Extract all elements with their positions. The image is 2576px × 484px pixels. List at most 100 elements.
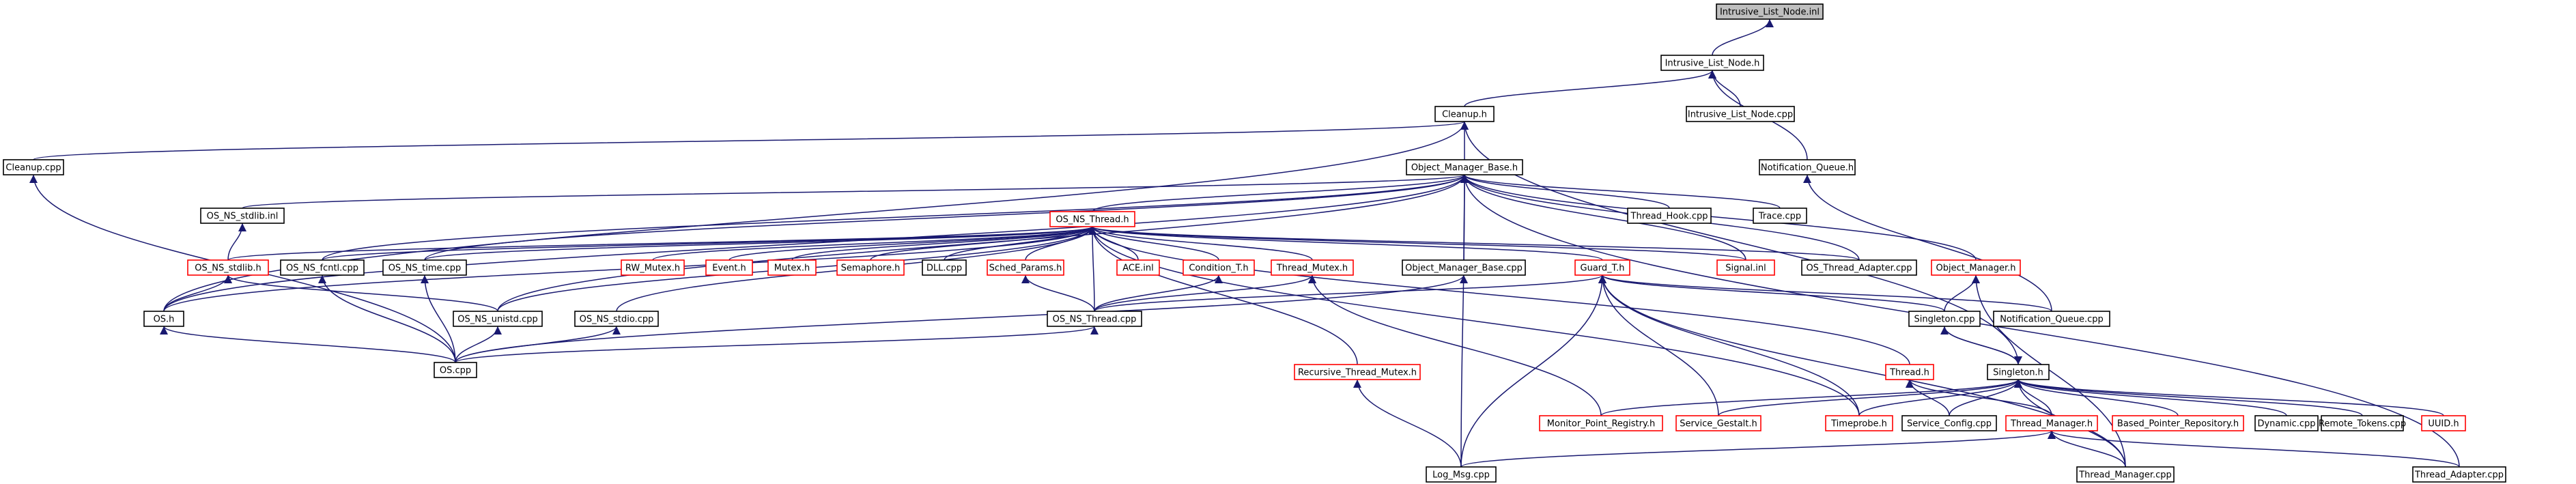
node-monitor-point-registry-h[interactable]: Monitor_Point_Registry.h xyxy=(1539,415,1663,431)
node-notification-queue-cpp[interactable]: Notification_Queue.cpp xyxy=(1993,311,2110,327)
node-os-cpp[interactable]: OS.cpp xyxy=(434,362,477,378)
edge-log-msg-cpp-to-thread-manager-h xyxy=(1460,430,2056,468)
node-label: Guard_T.h xyxy=(1581,264,1625,274)
node-intrusive-list-node-h[interactable]: Intrusive_List_Node.h xyxy=(1660,55,1764,71)
node-box xyxy=(382,259,467,276)
node-box xyxy=(2076,466,2175,483)
node-label: Thread_Manager.h xyxy=(2010,419,2093,429)
edge-os-cpp-to-os-ns-unistd-cpp xyxy=(455,326,502,363)
node-cleanup-cpp[interactable]: Cleanup.cpp xyxy=(3,159,64,175)
node-notification-queue-h[interactable]: Notification_Queue.h xyxy=(1759,159,1856,175)
node-thread-manager-cpp[interactable]: Thread_Manager.cpp xyxy=(2076,466,2175,483)
node-os-ns-fcntl-cpp[interactable]: OS_NS_fcntl.cpp xyxy=(280,259,365,276)
node-box xyxy=(2112,415,2244,431)
node-ace-inl[interactable]: ACE.inl xyxy=(1116,259,1160,276)
edge-guard-t-h-to-os-ns-thread-h xyxy=(1088,226,1603,261)
node-singleton-h[interactable]: Singleton.h xyxy=(1987,364,2050,380)
node-box xyxy=(1931,259,2021,276)
node-os-ns-stdlib-inl[interactable]: OS_NS_stdlib.inl xyxy=(200,208,285,224)
node-os-thread-adapter-cpp[interactable]: OS_Thread_Adapter.cpp xyxy=(1801,259,1917,276)
node-object-manager-base-h[interactable]: Object_Manager_Base.h xyxy=(1406,159,1523,175)
edge-os-h-to-os-ns-stdlib-h xyxy=(163,274,232,312)
edge-log-msg-cpp-to-recursive-thread-mutex-h xyxy=(1353,379,1462,468)
node-thread-hook-cpp[interactable]: Thread_Hook.cpp xyxy=(1627,208,1712,224)
edge-recursive-thread-mutex-h-to-os-ns-thread-h xyxy=(1088,226,1358,365)
node-recursive-thread-mutex-h[interactable]: Recursive_Thread_Mutex.h xyxy=(1294,364,1421,380)
node-label: Singleton.cpp xyxy=(1914,315,1975,325)
node-trace-cpp[interactable]: Trace.cpp xyxy=(1753,208,1807,224)
node-remote-tokens-cpp[interactable]: Remote_Tokens.cpp xyxy=(2319,415,2406,431)
node-timeprobe-h[interactable]: Timeprobe.h xyxy=(1825,415,1893,431)
node-box xyxy=(1271,259,1354,276)
node-guard-t-h[interactable]: Guard_T.h xyxy=(1574,259,1630,276)
node-label: Thread_Hook.cpp xyxy=(1630,212,1708,222)
edge-dll-cpp-to-os-ns-thread-h xyxy=(944,226,1096,261)
node-object-manager-h[interactable]: Object_Manager.h xyxy=(1931,259,2021,276)
node-os-ns-time-cpp[interactable]: OS_NS_time.cpp xyxy=(382,259,467,276)
node-label: Notification_Queue.cpp xyxy=(2000,315,2104,325)
node-rw-mutex-h[interactable]: RW_Mutex.h xyxy=(621,259,685,276)
node-box xyxy=(1801,259,1917,276)
node-thread-mutex-h[interactable]: Thread_Mutex.h xyxy=(1271,259,1354,276)
node-singleton-cpp[interactable]: Singleton.cpp xyxy=(1908,311,1981,327)
node-dll-cpp[interactable]: DLL.cpp xyxy=(922,259,967,276)
node-log-msg-cpp[interactable]: Log_Msg.cpp xyxy=(1426,466,1497,483)
node-label: RW_Mutex.h xyxy=(625,264,680,274)
edge-os-ns-unistd-cpp-to-os-ns-stdlib-h xyxy=(224,274,498,312)
node-semaphore-h[interactable]: Semaphore.h xyxy=(836,259,905,276)
node-box xyxy=(1402,259,1526,276)
node-based-pointer-repository-h[interactable]: Based_Pointer_Repository.h xyxy=(2112,415,2244,431)
node-signal-inl[interactable]: Signal.inl xyxy=(1716,259,1775,276)
node-os-ns-thread-cpp[interactable]: OS_NS_Thread.cpp xyxy=(1047,311,1142,327)
node-box xyxy=(143,311,184,327)
node-label: Object_Manager_Base.h xyxy=(1411,163,1518,173)
node-box xyxy=(705,259,753,276)
node-os-ns-stdio-cpp[interactable]: OS_NS_stdio.cpp xyxy=(574,311,659,327)
edge-service-config-cpp-to-singleton-h xyxy=(1949,379,2022,416)
node-label: ACE.inl xyxy=(1122,264,1154,274)
node-label: Monitor_Point_Registry.h xyxy=(1547,419,1655,429)
node-label: Thread_Manager.cpp xyxy=(2078,470,2172,481)
node-label: Object_Manager_Base.cpp xyxy=(1405,264,1523,274)
edge-intrusive-list-node-h-to-intrusive-list-node-inl xyxy=(1712,18,1774,56)
edge-signal-inl-to-os-ns-thread-h xyxy=(1088,226,1746,261)
node-mutex-h[interactable]: Mutex.h xyxy=(767,259,817,276)
node-cleanup-h[interactable]: Cleanup.h xyxy=(1434,106,1495,122)
edge-uuid-h-to-singleton-h xyxy=(2014,379,2444,416)
edge-based-pointer-repository-h-to-singleton-h xyxy=(2014,379,2179,416)
node-os-ns-unistd-cpp[interactable]: OS_NS_unistd.cpp xyxy=(453,311,543,327)
node-uuid-h[interactable]: UUID.h xyxy=(2421,415,2466,431)
node-object-manager-base-cpp[interactable]: Object_Manager_Base.cpp xyxy=(1402,259,1526,276)
node-os-ns-thread-h[interactable]: OS_NS_Thread.h xyxy=(1049,211,1135,227)
node-intrusive-list-node-cpp[interactable]: Intrusive_List_Node.cpp xyxy=(1686,106,1795,122)
edge-thread-h-to-os-ns-thread-h xyxy=(1088,226,1910,365)
node-dynamic-cpp[interactable]: Dynamic.cpp xyxy=(2254,415,2319,431)
node-thread-manager-h[interactable]: Thread_Manager.h xyxy=(2005,415,2098,431)
node-thread-adapter-cpp[interactable]: Thread_Adapter.cpp xyxy=(2412,466,2506,483)
node-condition-t-h[interactable]: Condition_T.h xyxy=(1183,259,1255,276)
node-event-h[interactable]: Event.h xyxy=(705,259,753,276)
edge-os-cpp-to-os-h xyxy=(160,326,456,363)
node-label: OS_Thread_Adapter.cpp xyxy=(1806,264,1912,274)
node-intrusive-list-node-inl[interactable]: Intrusive_List_Node.inl xyxy=(1716,3,1824,20)
node-box xyxy=(2321,415,2404,431)
node-service-config-cpp[interactable]: Service_Config.cpp xyxy=(1901,415,1997,431)
node-label: Thread_Mutex.h xyxy=(1276,264,1348,274)
node-thread-h[interactable]: Thread.h xyxy=(1885,364,1934,380)
node-label: OS_NS_unistd.cpp xyxy=(457,315,537,325)
edge-notification-queue-cpp-to-notification-queue-h xyxy=(1803,174,2052,312)
node-sched-params-h[interactable]: Sched_Params.h xyxy=(987,259,1064,276)
edge-os-ns-fcntl-cpp-to-object-manager-base-h xyxy=(322,174,1469,261)
edge-os-h-to-object-manager-base-h xyxy=(163,174,1469,312)
node-os-ns-stdlib-h[interactable]: OS_NS_stdlib.h xyxy=(187,259,269,276)
node-box xyxy=(1406,159,1523,175)
node-service-gestalt-h[interactable]: Service_Gestalt.h xyxy=(1675,415,1761,431)
node-os-h[interactable]: OS.h xyxy=(143,311,184,327)
node-box xyxy=(1759,159,1856,175)
node-label: Signal.inl xyxy=(1725,264,1766,274)
edge-os-h-to-cleanup-h xyxy=(163,121,1469,312)
node-box xyxy=(2254,415,2319,431)
edge-os-ns-stdlib-h-to-os-ns-stdlib-inl xyxy=(227,223,246,261)
node-box xyxy=(1660,55,1764,71)
edge-os-cpp-to-os-ns-thread-cpp xyxy=(455,326,1099,363)
